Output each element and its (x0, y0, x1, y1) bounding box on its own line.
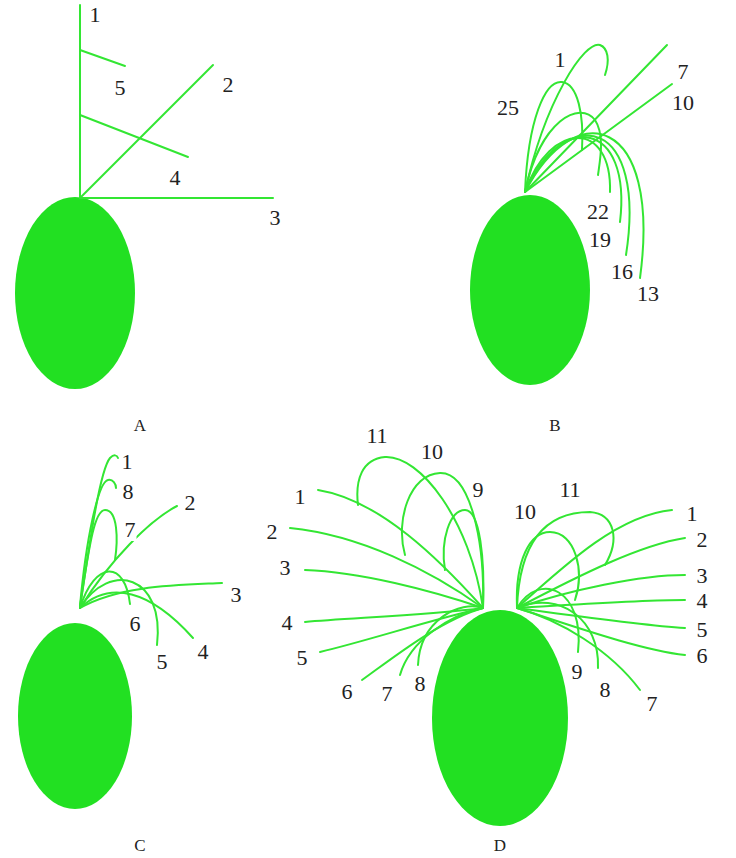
callout-number: 2 (696, 529, 709, 551)
callout-number: 8 (414, 673, 427, 695)
callout-number: 4 (696, 590, 709, 612)
callout-number: 6 (129, 613, 142, 635)
callout-number: 7 (677, 61, 690, 83)
callout-number: 3 (696, 565, 709, 587)
flagellum (418, 606, 483, 665)
panel-label: A (133, 417, 147, 434)
callout-number: 4 (197, 641, 210, 663)
flagellum (525, 133, 643, 278)
cell-body (470, 195, 590, 385)
flagellum (517, 532, 579, 608)
callout-number: 7 (381, 683, 394, 705)
callout-number: 11 (365, 425, 388, 447)
flagellum (305, 570, 483, 608)
callout-number: 1 (554, 49, 567, 71)
flagellum (80, 197, 273, 199)
panel-label: C (133, 837, 146, 854)
flagellum (80, 65, 213, 198)
callout-number: 9 (472, 479, 485, 501)
panel-label: D (493, 837, 507, 854)
flagellum (517, 538, 685, 608)
flagellum (525, 45, 667, 192)
callout-number: 1 (686, 503, 699, 525)
flagellum (357, 457, 483, 608)
flagellum (80, 593, 193, 638)
callout-number: 4 (281, 612, 294, 634)
flagellum (517, 512, 613, 608)
flagellum (517, 608, 685, 628)
callout-number: 11 (558, 479, 581, 501)
flagellum (290, 528, 483, 608)
flagellum (80, 580, 158, 645)
flagellum (517, 600, 685, 608)
callout-number: 9 (571, 661, 584, 683)
callout-number: 8 (599, 679, 612, 701)
callout-number: 4 (169, 167, 182, 189)
callout-number: 3 (279, 557, 292, 579)
flagellum (517, 510, 672, 608)
flagellum (80, 50, 125, 66)
callout-number: 3 (230, 584, 243, 606)
callout-number: 2 (222, 74, 235, 96)
callout-number: 2 (184, 492, 197, 514)
cell-body (18, 623, 132, 809)
flagellum (80, 455, 118, 608)
flagellum (444, 510, 484, 608)
cell-body (432, 610, 568, 826)
flagellum (80, 115, 188, 157)
flagellum (525, 138, 610, 192)
flagellum (517, 589, 579, 652)
flagellum (525, 136, 630, 255)
callout-number: 10 (671, 92, 695, 114)
flagellum (525, 113, 601, 192)
flagellum (517, 608, 685, 655)
callout-number: 7 (646, 693, 659, 715)
callout-number: 1 (121, 451, 134, 473)
flagellum (517, 603, 598, 668)
callout-number: 25 (496, 97, 520, 119)
callout-number: 8 (122, 481, 135, 503)
callout-number: 13 (636, 283, 660, 305)
callout-number: 7 (124, 519, 137, 541)
panel-label: B (548, 417, 561, 434)
callout-number: 5 (156, 651, 169, 673)
callout-number: 5 (696, 619, 709, 641)
callout-number: 19 (588, 229, 612, 251)
cell-body (15, 197, 135, 389)
callout-number: 5 (296, 647, 309, 669)
callout-number: 6 (696, 645, 709, 667)
callout-number: 6 (341, 681, 354, 703)
callout-number: 3 (269, 207, 282, 229)
callout-number: 22 (586, 201, 610, 223)
callout-number: 16 (610, 261, 634, 283)
callout-number: 1 (89, 4, 102, 26)
flagellum (80, 506, 177, 608)
flagellum (525, 137, 621, 222)
flagellum (79, 5, 81, 198)
flagellum (320, 608, 483, 652)
callout-number: 2 (266, 521, 279, 543)
callout-number: 1 (294, 486, 307, 508)
callout-number: 10 (513, 501, 537, 523)
callout-number: 10 (420, 441, 444, 463)
callout-number: 5 (114, 77, 127, 99)
